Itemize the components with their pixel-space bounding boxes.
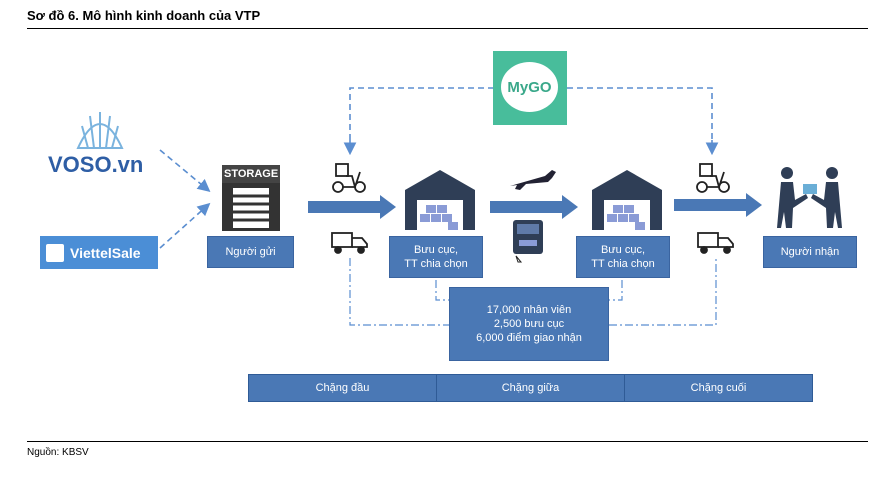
truck-icon-2 bbox=[697, 232, 734, 254]
sender-box: Người gửi bbox=[207, 236, 294, 268]
flow-arrow-3 bbox=[674, 193, 762, 217]
motorbike-icon-1 bbox=[332, 163, 366, 193]
mygo-connector bbox=[349, 87, 713, 150]
warehouse-icon-1 bbox=[405, 170, 475, 230]
flow-arrow-2 bbox=[490, 195, 578, 219]
people-exchange-icon bbox=[777, 167, 842, 228]
stage-middle-mile: Chặng giữa bbox=[436, 374, 625, 402]
hub-box-2: Bưu cục, TT chia chọn bbox=[576, 236, 670, 278]
voso-logo: VOSO.vn bbox=[48, 152, 144, 177]
page-title: Sơ đồ 6. Mô hình kinh doanh của VTP bbox=[27, 8, 261, 23]
warehouse-icon-2 bbox=[592, 170, 662, 230]
motorbike-icon-2 bbox=[696, 163, 730, 193]
voso-shell-icon bbox=[76, 112, 124, 149]
receiver-box: Người nhận bbox=[763, 236, 857, 268]
container-truck-icon bbox=[513, 220, 543, 263]
stage-last-mile: Chặng cuối bbox=[624, 374, 813, 402]
voso-arrow bbox=[159, 149, 211, 193]
network-stats-box: 17,000 nhân viên 2,500 bưu cục 6,000 điể… bbox=[449, 287, 609, 361]
source-note: Nguồn: KBSV bbox=[27, 447, 89, 458]
storage-label: STORAGE bbox=[224, 168, 279, 180]
mygo-logo: MyGO bbox=[493, 51, 567, 125]
viettelsale-logo: ViettelSale bbox=[40, 236, 158, 269]
viettelsale-arrow bbox=[159, 202, 211, 249]
viettelsale-icon bbox=[46, 243, 64, 262]
truck-icon-1 bbox=[331, 232, 368, 254]
storage-icon bbox=[222, 165, 280, 231]
stage-first-mile: Chặng đầu bbox=[248, 374, 437, 402]
airplane-icon bbox=[510, 170, 556, 190]
footer-divider bbox=[27, 441, 868, 442]
hub-box-1: Bưu cục, TT chia chọn bbox=[389, 236, 483, 278]
flow-arrow-1 bbox=[308, 195, 396, 219]
header-divider bbox=[27, 28, 868, 29]
network-connector bbox=[349, 258, 717, 326]
